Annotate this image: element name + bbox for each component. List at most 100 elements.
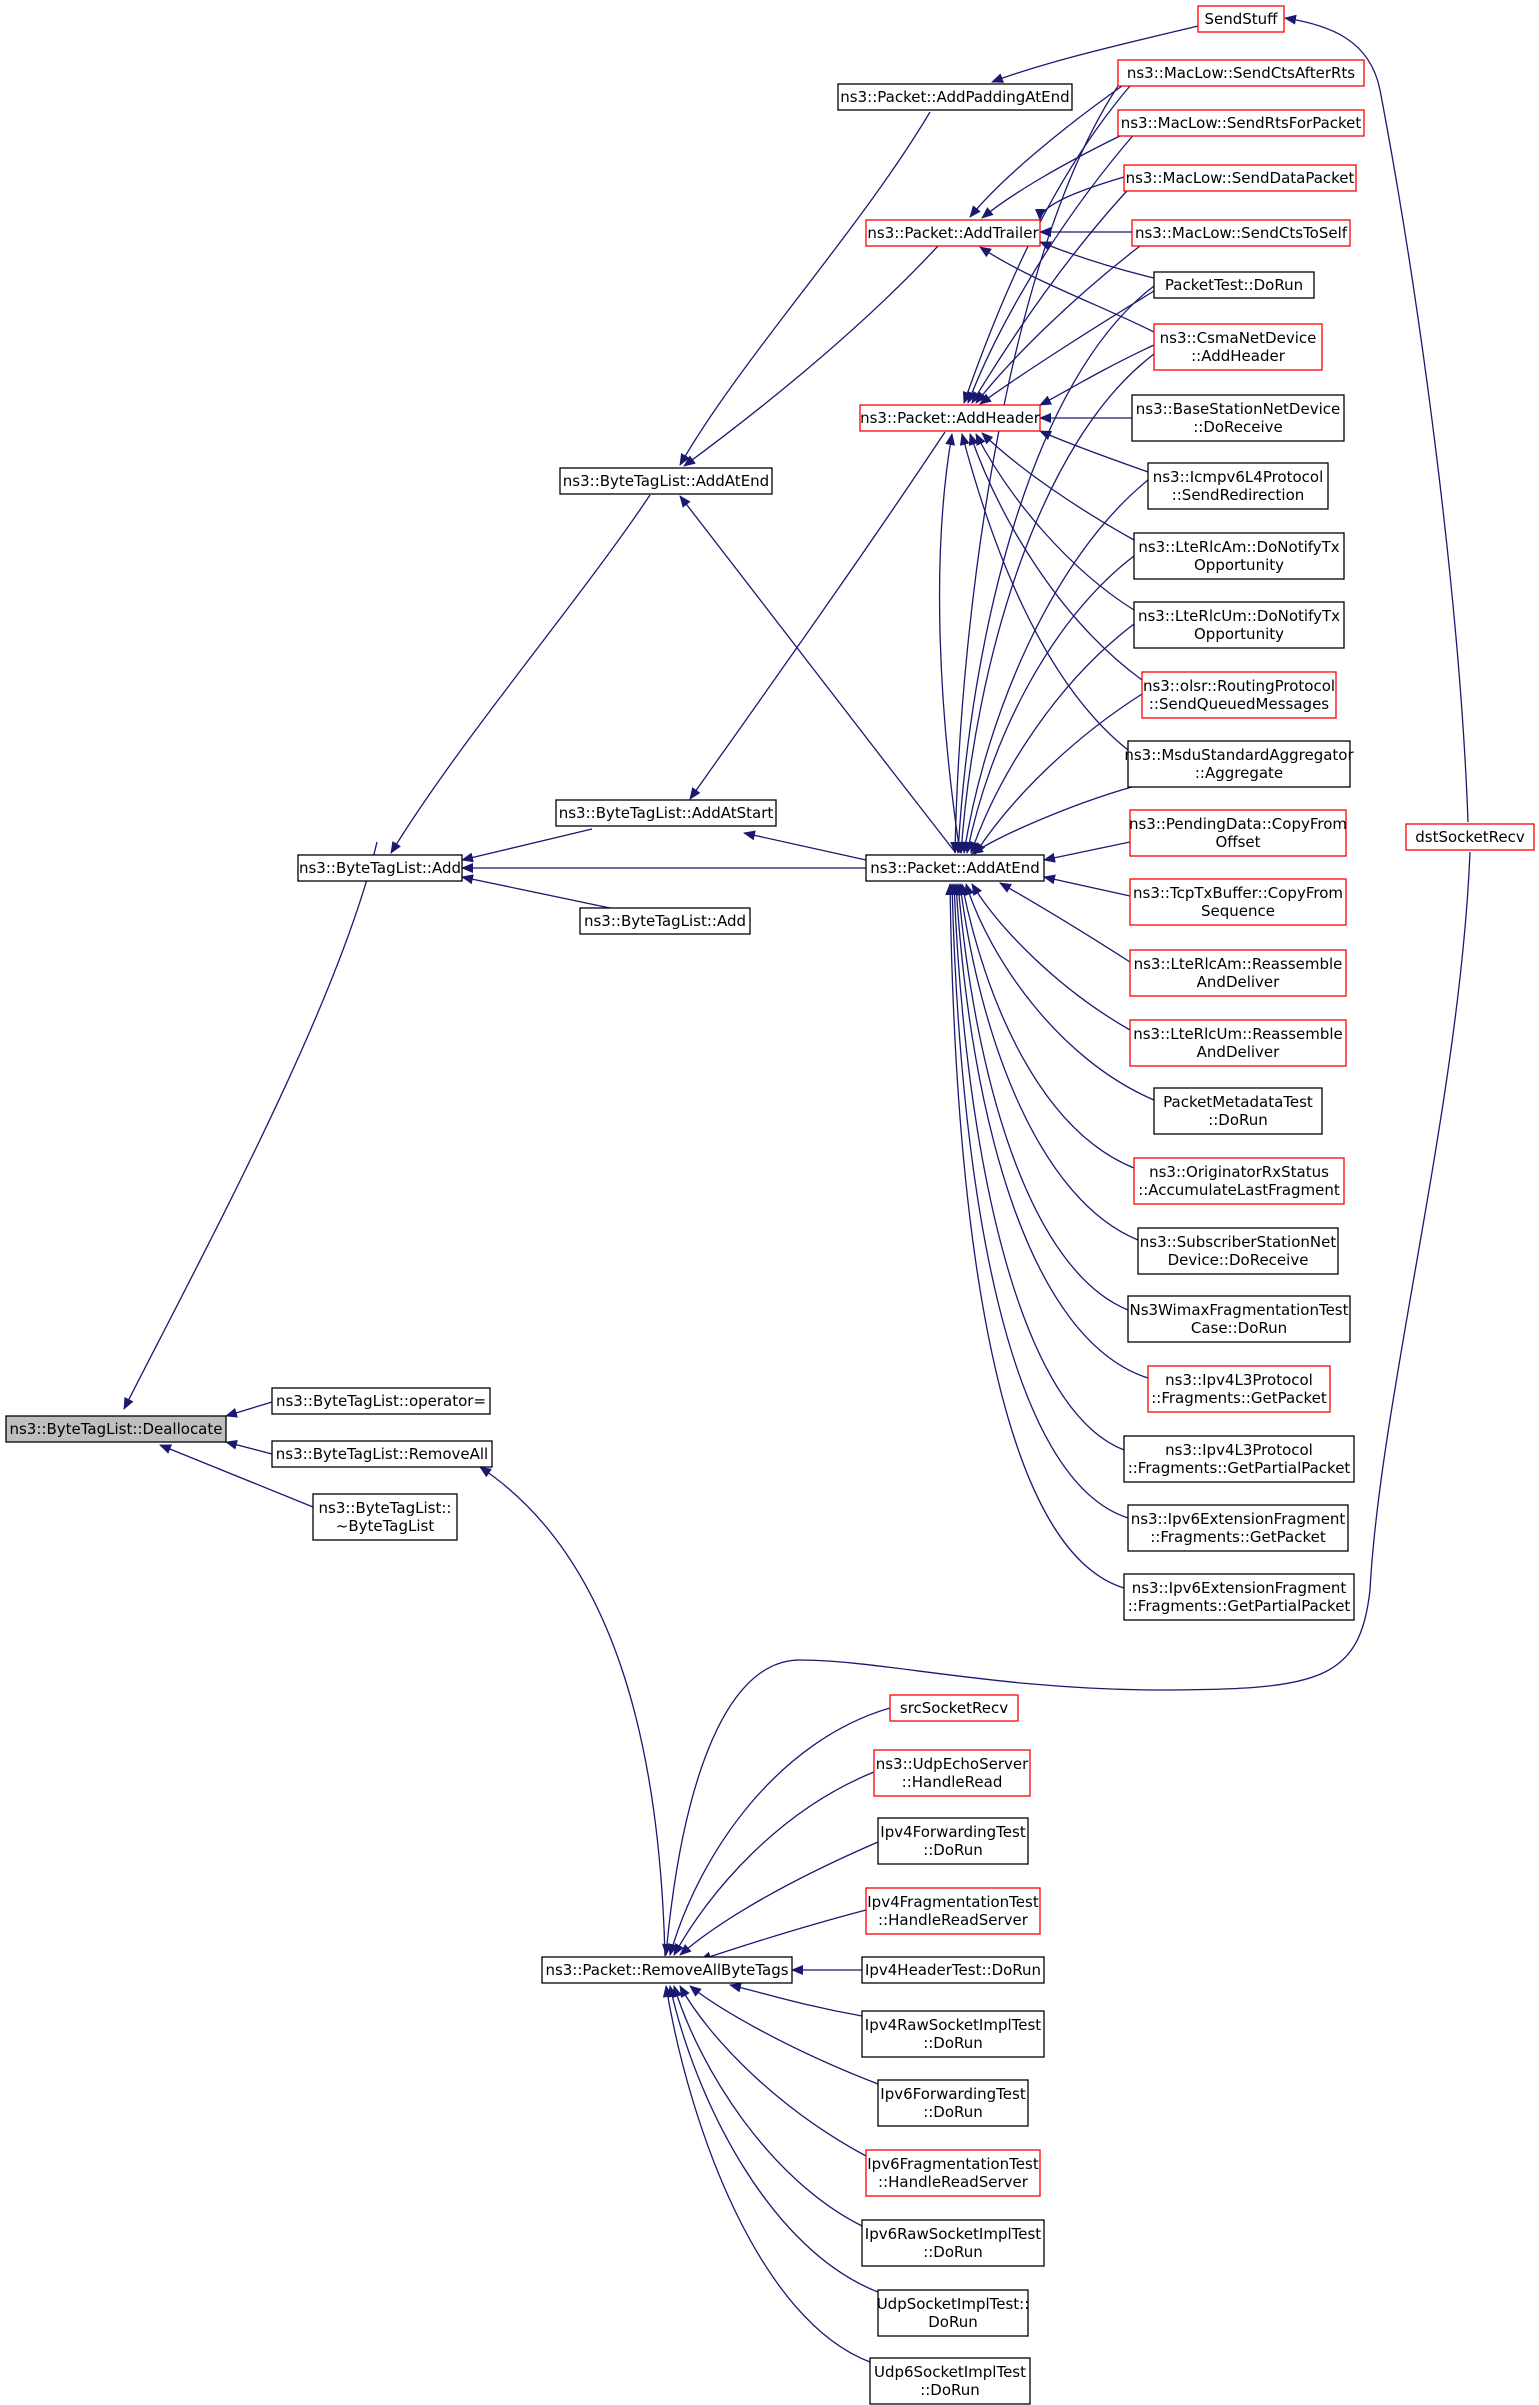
node-pkt-addtrailer[interactable]: ns3::Packet::AddTrailer: [865, 219, 1041, 247]
edge-msdu-to-header: [959, 433, 1129, 751]
edge-trailer-to-addatend: [683, 245, 939, 467]
edge-sendstuff-to-padding: [991, 25, 1199, 83]
node-pkt-removeallbytetags[interactable]: ns3::Packet::RemoveAllByteTags: [541, 1956, 793, 1984]
node-label: ns3::MacLow::SendCtsToSelf: [1135, 224, 1348, 242]
node-msdu-aggregate[interactable]: ns3::MsduStandardAggregator::Aggregate: [1124, 740, 1354, 788]
node-srcsocketrecv[interactable]: srcSocketRecv: [889, 1694, 1019, 1722]
node-btl-addatstart[interactable]: ns3::ByteTagList::AddAtStart: [555, 799, 777, 827]
edge-removeall-to-deallocate: [225, 1439, 273, 1455]
node-label: ns3::LteRlcUm::Reassemble: [1133, 1025, 1343, 1043]
node-label: ns3::ByteTagList::AddAtEnd: [563, 472, 769, 490]
node-pkt-addatend[interactable]: ns3::Packet::AddAtEnd: [865, 854, 1045, 882]
node-label: ::HandleReadServer: [878, 2173, 1029, 2191]
node-ipv4l3-getpartial[interactable]: ns3::Ipv4L3Protocol::Fragments::GetParti…: [1123, 1435, 1355, 1483]
node-ipv6fwd-dorun[interactable]: Ipv6ForwardingTest::DoRun: [877, 2079, 1029, 2127]
node-udpsock-dorun[interactable]: UdpSocketImplTest::DoRun: [877, 2289, 1030, 2337]
node-label: Udp6SocketImplTest: [874, 2363, 1026, 2381]
edge-packettest-to-pktaddatend: [953, 285, 1155, 854]
node-label: Offset: [1215, 833, 1260, 851]
node-originator-accumulate[interactable]: ns3::OriginatorRxStatus::AccumulateLastF…: [1133, 1157, 1345, 1205]
node-btl-add2[interactable]: ns3::ByteTagList::Add: [579, 907, 751, 935]
node-label: dstSocketRecv: [1415, 828, 1525, 846]
edge-dtor-to-deallocate: [159, 1444, 314, 1508]
node-ipv6raw-dorun[interactable]: Ipv6RawSocketImplTest::DoRun: [861, 2219, 1045, 2267]
node-maclow-sendrtsforpacket[interactable]: ns3::MacLow::SendRtsForPacket: [1117, 109, 1365, 137]
node-label: ns3::ByteTagList::: [319, 1499, 452, 1517]
node-pkt-addpaddingatend[interactable]: ns3::Packet::AddPaddingAtEnd: [837, 83, 1073, 111]
node-udpecho-handleread[interactable]: ns3::UdpEchoServer::HandleRead: [873, 1749, 1031, 1797]
node-dstsocketrecv[interactable]: dstSocketRecv: [1405, 823, 1535, 851]
node-sendstuff[interactable]: SendStuff: [1197, 5, 1285, 33]
node-label: ::Fragments::GetPacket: [1151, 1389, 1327, 1407]
edge-ctsafterrts-to-trailer: [969, 85, 1123, 218]
node-ipv6ext-getpacket[interactable]: ns3::Ipv6ExtensionFragment::Fragments::G…: [1127, 1504, 1349, 1552]
edge-ipv4fwd-to-removeallbytetags: [679, 1841, 879, 1956]
node-label: srcSocketRecv: [900, 1699, 1008, 1717]
node-udp6sock-dorun[interactable]: Udp6SocketImplTest::DoRun: [869, 2357, 1031, 2405]
node-label: ::DoRun: [923, 2103, 983, 2121]
node-maclow-senddatapacket[interactable]: ns3::MacLow::SendDataPacket: [1123, 164, 1357, 192]
node-label: ::SendQueuedMessages: [1149, 695, 1329, 713]
edge-ctsafterrts-to-pktaddatend: [950, 85, 1119, 854]
node-btl-addatend[interactable]: ns3::ByteTagList::AddAtEnd: [559, 467, 773, 495]
node-ipv4fwd-dorun[interactable]: Ipv4ForwardingTest::DoRun: [877, 1817, 1029, 1865]
node-label: ns3::ByteTagList::Add: [299, 859, 461, 877]
node-btl-add[interactable]: ns3::ByteTagList::Add: [297, 854, 463, 882]
node-label: ns3::MacLow::SendDataPacket: [1126, 169, 1355, 187]
edge-ipv4frag-to-removeallbytetags: [699, 1909, 867, 1962]
node-icmpv6-sendredirection[interactable]: ns3::Icmpv6L4Protocol::SendRedirection: [1147, 462, 1329, 510]
node-csma-addheader[interactable]: ns3::CsmaNetDevice::AddHeader: [1153, 323, 1323, 371]
edge-rlcumnotify-to-header: [975, 433, 1135, 611]
edge-rtsforpacket-to-trailer: [981, 131, 1129, 219]
node-olsr-sendqueued[interactable]: ns3::olsr::RoutingProtocol::SendQueuedMe…: [1141, 671, 1337, 719]
node-label: PacketMetadataTest: [1163, 1093, 1313, 1111]
edge-csma-to-trailer: [979, 246, 1155, 333]
node-ipv4hdr-dorun[interactable]: Ipv4HeaderTest::DoRun: [861, 1956, 1045, 1984]
edge-pktaddatend-to-addatstart: [743, 830, 867, 861]
node-pkt-addheader[interactable]: ns3::Packet::AddHeader: [859, 404, 1041, 432]
edge-rlcumnotify-to-pktaddatend: [969, 623, 1135, 854]
node-maclow-sendctstoself[interactable]: ns3::MacLow::SendCtsToSelf: [1131, 219, 1351, 247]
node-label: ns3::LteRlcUm::DoNotifyTx: [1138, 607, 1340, 625]
edge-udpecho-to-removeallbytetags: [673, 1771, 875, 1956]
node-label: Opportunity: [1194, 556, 1284, 574]
node-label: ns3::olsr::RoutingProtocol: [1143, 677, 1335, 695]
node-bs-doreceive[interactable]: ns3::BaseStationNetDevice::DoReceive: [1131, 394, 1345, 442]
node-ipv4frag-handleread[interactable]: Ipv4FragmentationTest::HandleReadServer: [865, 1887, 1041, 1935]
edge-ipv6fwd-to-removeallbytetags: [689, 1985, 879, 2085]
node-label: ::HandleRead: [902, 1773, 1003, 1791]
node-ipv4raw-dorun[interactable]: Ipv4RawSocketImplTest::DoRun: [861, 2010, 1045, 2058]
node-btl-removeall[interactable]: ns3::ByteTagList::RemoveAll: [271, 1440, 493, 1468]
node-label: ns3::MacLow::SendCtsAfterRts: [1127, 64, 1355, 82]
node-ipv6frag-handleread[interactable]: Ipv6FragmentationTest::HandleReadServer: [865, 2149, 1041, 2197]
edge-datapacket-to-header: [971, 176, 1141, 404]
edge-ipv4partial-to-pktaddatend: [949, 883, 1125, 1451]
edge-rtsforpacket-to-header: [967, 131, 1137, 404]
node-label: ns3::SubscriberStationNet: [1140, 1233, 1337, 1251]
node-label: ::AddHeader: [1191, 347, 1286, 365]
node-label: Case::DoRun: [1191, 1319, 1287, 1337]
node-deallocate[interactable]: ns3::ByteTagList::Deallocate: [5, 1415, 227, 1443]
node-pktmeta-dorun[interactable]: PacketMetadataTest::DoRun: [1153, 1087, 1323, 1135]
node-label: DoRun: [928, 2313, 978, 2331]
node-maclow-sendctsafterrts[interactable]: ns3::MacLow::SendCtsAfterRts: [1117, 59, 1365, 87]
edge-rlcamnotify-to-header: [981, 432, 1135, 541]
node-label: ::DoRun: [1208, 1111, 1268, 1129]
node-btl-dtor[interactable]: ns3::ByteTagList::~ByteTagList: [312, 1493, 458, 1541]
edge-addatstart-to-add: [461, 828, 593, 863]
edge-datapacket-to-trailer: [1035, 176, 1125, 221]
node-label: ::HandleReadServer: [878, 1911, 1029, 1929]
node-ipv6ext-getpartial[interactable]: ns3::Ipv6ExtensionFragment::Fragments::G…: [1123, 1573, 1355, 1621]
node-ss-doreceive[interactable]: ns3::SubscriberStationNetDevice::DoRecei…: [1137, 1227, 1339, 1275]
node-btl-operator[interactable]: ns3::ByteTagList::operator=: [271, 1387, 491, 1415]
node-packettest-dorun[interactable]: PacketTest::DoRun: [1153, 271, 1315, 299]
node-ipv4l3-getpacket[interactable]: ns3::Ipv4L3Protocol::Fragments::GetPacke…: [1147, 1365, 1331, 1413]
node-label: ns3::Ipv4L3Protocol: [1165, 1441, 1313, 1459]
